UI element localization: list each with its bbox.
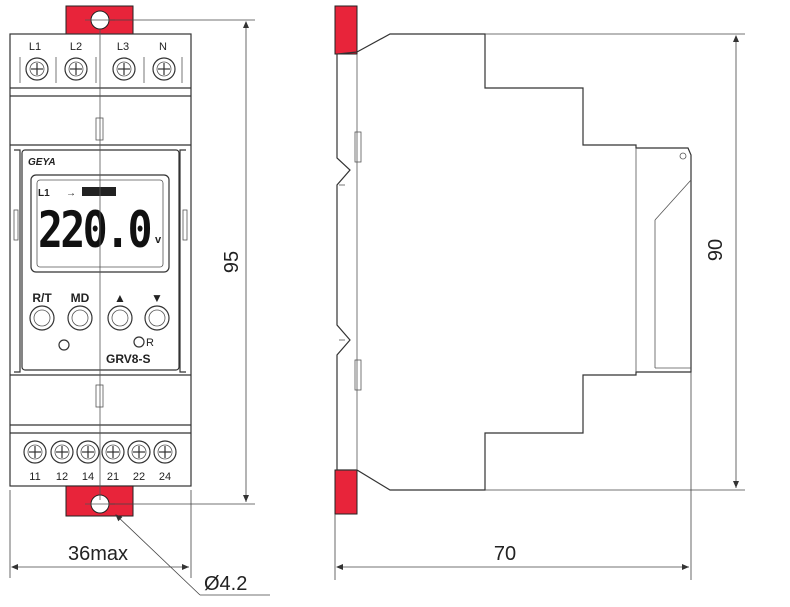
lcd-arrow-indicator: → bbox=[66, 188, 76, 199]
terminal-label-n: N bbox=[159, 41, 167, 53]
terminal-label-22: 22 bbox=[133, 471, 145, 483]
terminal-label-l3: L3 bbox=[117, 41, 129, 53]
side-top-clip bbox=[334, 5, 358, 55]
bottom-slot-mark bbox=[95, 384, 104, 408]
md-button[interactable] bbox=[67, 305, 93, 331]
terminal-label-l2: L2 bbox=[70, 41, 82, 53]
terminal-label-14: 14 bbox=[82, 471, 94, 483]
down-button[interactable] bbox=[144, 305, 170, 331]
status-led bbox=[58, 339, 70, 351]
button-label-down: ▼ bbox=[151, 291, 163, 305]
dim-width: 36max bbox=[68, 543, 128, 565]
top-terminal-screws bbox=[19, 57, 183, 83]
terminal-label-l1: L1 bbox=[29, 41, 41, 53]
side-profile-outline bbox=[336, 33, 692, 491]
side-bottom-clip bbox=[334, 469, 358, 515]
dim-height-body: 90 bbox=[705, 239, 727, 261]
lcd-status-bar bbox=[82, 187, 116, 196]
terminal-label-11: 11 bbox=[29, 471, 40, 483]
bottom-terminal-screws bbox=[23, 440, 177, 464]
side-view bbox=[334, 5, 692, 515]
lcd-reading: 220.0 bbox=[38, 201, 151, 259]
button-label-rt: R/T bbox=[32, 291, 52, 305]
terminal-label-12: 12 bbox=[56, 471, 68, 483]
terminal-label-21: 21 bbox=[107, 471, 119, 483]
relay-led-label: R bbox=[146, 337, 154, 349]
brand-logo-text: GEYA bbox=[28, 157, 56, 168]
dim-depth: 70 bbox=[494, 543, 516, 565]
button-label-md: MD bbox=[71, 291, 90, 305]
front-dimensions: 95 36max Ø4.2 bbox=[9, 19, 270, 596]
button-label-up: ▲ bbox=[114, 291, 126, 305]
top-slot-mark bbox=[95, 117, 104, 141]
lcd-unit: v bbox=[155, 234, 162, 246]
up-button[interactable] bbox=[107, 305, 133, 331]
front-faceplate bbox=[21, 149, 180, 371]
side-dimensions: 90 70 bbox=[334, 33, 745, 580]
lcd-channel-label: L1 bbox=[38, 188, 50, 199]
rt-button[interactable] bbox=[29, 305, 55, 331]
dim-hole: Ø4.2 bbox=[204, 573, 247, 595]
front-view: L1 L2 L3 N GEYA L1 → 220.0 v bbox=[9, 5, 192, 517]
relay-led bbox=[133, 336, 145, 348]
model-label: GRV8-S bbox=[106, 352, 150, 366]
dim-height-total: 95 bbox=[221, 251, 243, 273]
terminal-label-24: 24 bbox=[159, 471, 171, 483]
